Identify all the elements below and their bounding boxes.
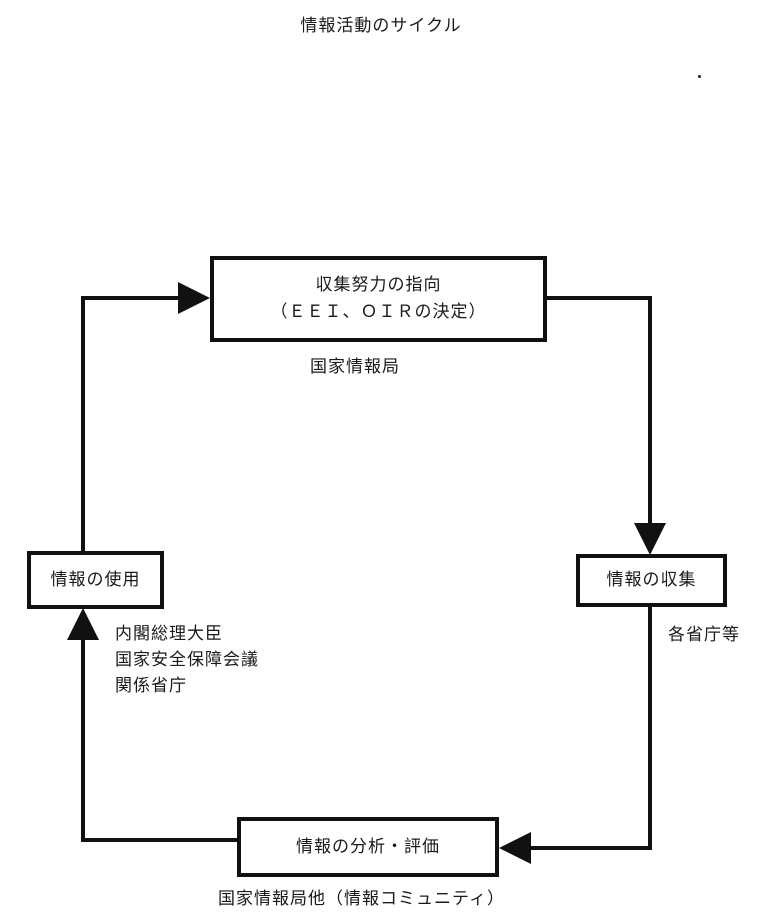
actor-direction: 国家情報局 <box>310 357 400 377</box>
actor-analysis: 国家情報局他（情報コミュニティ） <box>218 889 505 909</box>
node-use: 情報の使用 <box>27 551 164 609</box>
node-use-label: 情報の使用 <box>50 569 141 590</box>
node-analysis-label: 情報の分析・評価 <box>296 836 440 857</box>
stray-dot <box>698 75 701 78</box>
arrow-analysis-to-use <box>67 608 237 842</box>
actor-use-list: 内閣総理大臣 国家安全保障会議 関係省庁 <box>115 621 259 699</box>
actor-collection: 各省庁等 <box>668 625 740 645</box>
arrow-collect-to-analysis <box>499 607 652 864</box>
node-collection-label: 情報の収集 <box>606 570 697 590</box>
node-collection-direction-subtitle: （ＥＥＩ、ＯＩＲの決定） <box>270 302 487 322</box>
node-collection-direction-title: 収集努力の指向 <box>315 275 442 295</box>
diagram-title: 情報活動のサイクル <box>300 16 462 36</box>
node-analysis: 情報の分析・評価 <box>237 817 499 877</box>
node-collection-direction: 収集努力の指向 （ＥＥＩ、ＯＩＲの決定） <box>210 256 547 342</box>
actor-use-item: 関係省庁 <box>115 676 187 696</box>
actor-use-item: 国家安全保障会議 <box>115 650 259 670</box>
arrow-use-to-direction <box>81 282 210 551</box>
actor-use-item: 内閣総理大臣 <box>115 624 223 644</box>
arrow-direction-to-collect <box>547 296 666 555</box>
node-collection: 情報の収集 <box>576 554 727 607</box>
